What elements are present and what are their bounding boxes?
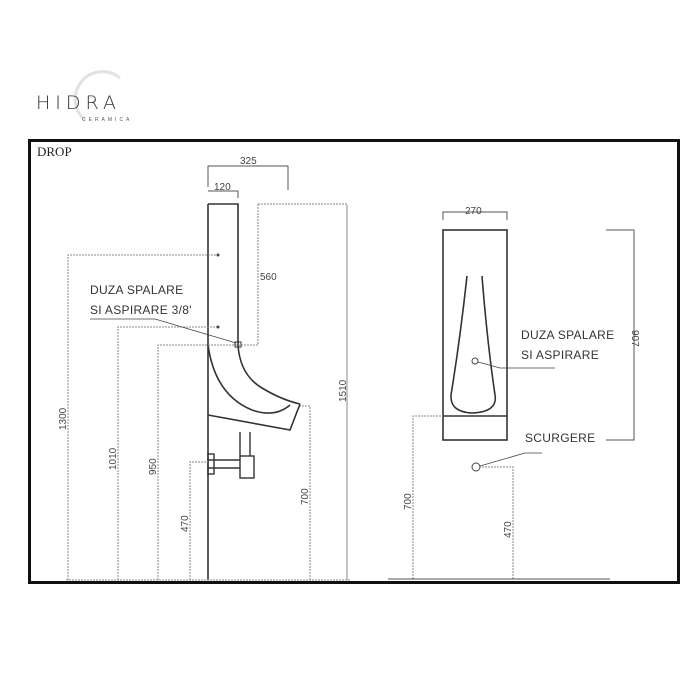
dim-120: 120 (214, 182, 231, 193)
front-dimension-lines (388, 415, 610, 580)
dim-270: 270 (465, 206, 482, 217)
top-dimensions (207, 165, 289, 198)
side-dimension-lines (66, 205, 350, 581)
urinal-front-body (442, 229, 508, 441)
dim-front-700: 700 (403, 493, 414, 510)
dim-560: 560 (260, 272, 277, 283)
front-note-line1: DUZA SPALARE (521, 328, 614, 342)
dim-907: 907 (629, 330, 640, 347)
dim-700: 700 (300, 488, 311, 505)
drain-outlet-icon (471, 462, 481, 472)
dim-1010: 1010 (108, 447, 119, 470)
brand-logo: HIDRA CERAMICA (30, 70, 190, 130)
brand-name: HIDRA (36, 92, 121, 114)
front-note-line2: SI ASPIRARE (521, 348, 599, 362)
brand-subtitle: CERAMICA (82, 117, 133, 123)
drain-label: SCURGERE (525, 431, 595, 445)
flush-nozzle-icon (471, 357, 479, 365)
front-view: 270 DUZA SPALARE SI ASPIRARE 907 SCURGER… (388, 206, 640, 580)
drawing-frame: DROP (28, 139, 680, 584)
dim-front-470: 470 (503, 521, 514, 538)
side-view: 325 120 560 (58, 156, 350, 581)
dim-950: 950 (148, 458, 159, 475)
urinal-tank (207, 203, 239, 580)
side-note-line2: SI ASPIRARE 3/8' (90, 303, 192, 317)
sheet-title: DROP (37, 144, 72, 159)
logo-swirl-icon (73, 70, 121, 122)
urinal-bowl (207, 344, 301, 431)
side-note-line1: DUZA SPALARE (90, 283, 183, 297)
dim-1510: 1510 (338, 379, 349, 402)
dim-1300: 1300 (58, 407, 69, 430)
dim-325: 325 (240, 156, 257, 167)
dim-470: 470 (180, 515, 191, 532)
siphon-trap (207, 432, 255, 479)
